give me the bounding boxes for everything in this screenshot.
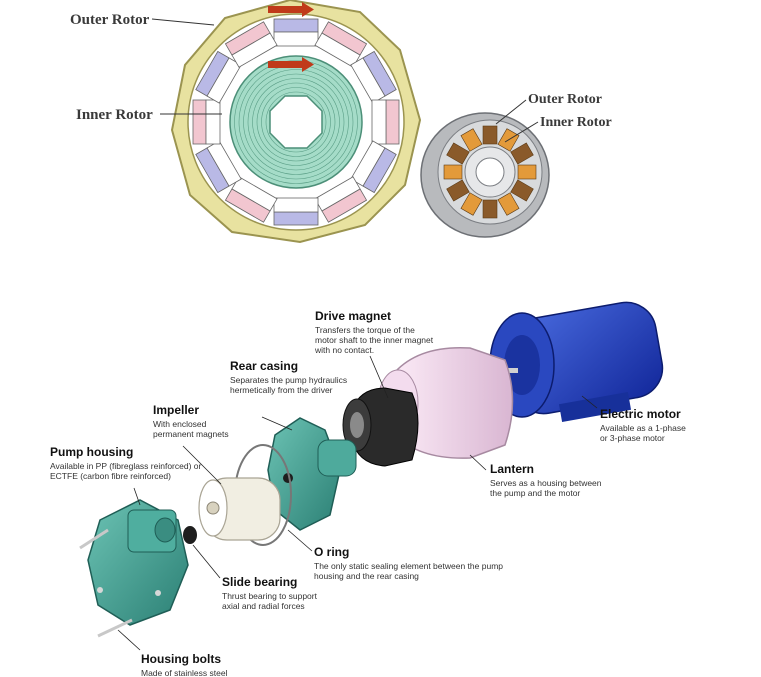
shaft-bore [269,95,323,149]
coupling-magnet [510,179,534,202]
lamination-line [265,91,327,153]
outer-magnet [273,18,319,47]
outer-magnet [371,99,400,145]
coupling-cross-section [170,0,422,244]
rear-casing-description: Separates the pump hydraulics [230,375,347,385]
rotation-arrow-top [268,6,302,13]
impeller-title: Impeller [153,403,199,417]
outer-magnet [350,140,397,194]
coupling-magnets [443,125,537,219]
coupling-3d [420,112,550,238]
rotation-arrow-inner-head [302,57,314,72]
electric-motor-drawing [489,301,664,422]
lantern-title: Lantern [490,462,534,476]
outer-magnet [192,99,221,145]
slide-bearing-drawing [183,526,197,544]
coupling-magnet [497,192,520,216]
inner-rotor-label-left: Inner Rotor [76,107,153,123]
coupling-magnet [443,164,463,180]
outer-rotor-leader-left [151,18,215,26]
lamination-line [261,87,331,157]
lantern-description: Serves as a housing between [490,478,602,488]
coupling-magnet [482,199,498,219]
housing-bolts-title: Housing bolts [141,652,221,666]
drive-magnet-description: Transfers the torque of the [315,325,415,335]
electric-motor-description: Available as a 1-phase [600,423,686,433]
slide-bearing-description: Thrust bearing to support [222,591,318,601]
o-ring-description: The only static sealing element between … [314,561,503,571]
impeller-description: With enclosed [153,419,207,429]
pump-housing-description: ECTFE (carbon fibre reinforced) [50,471,171,481]
coupling-magnet [446,179,470,202]
leader-lines [117,355,598,651]
outer-magnet [273,197,319,226]
outer-magnet [195,50,242,104]
pump-housing-description: Available in PP (fibreglass reinforced) … [50,461,202,471]
lamination-line [252,78,340,166]
outer-rotor-leader-right [495,99,527,125]
outer-magnet [224,21,278,68]
outer-magnets [192,18,400,226]
slide-bearing-description: axial and radial forces [222,601,305,611]
coupling-magnet [446,142,470,165]
pump-housing-title: Pump housing [50,445,133,459]
outer-magnet [350,50,397,104]
drive-magnet-description: with no contact. [314,345,374,355]
coupling-bore [475,157,505,187]
drive-magnet-description: motor shaft to the inner magnet [315,335,434,345]
housing-bolts-description: Made of stainless steel [141,668,228,677]
outer-rotor-label-right: Outer Rotor [528,92,602,107]
electric-motor-title: Electric motor [600,407,681,421]
electric-motor-description: or 3-phase motor [600,433,665,443]
outer-magnet [195,140,242,194]
rear-casing-description: hermetically from the driver [230,385,333,395]
outer-magnet [224,176,278,223]
housing-bolts-drawing [79,528,133,638]
inner-rotor-leader-right [504,121,539,143]
slide-bearing-title: Slide bearing [222,575,297,589]
outer-rotor-label-left: Outer Rotor [70,12,150,28]
o-ring-description: housing and the rear casing [314,571,419,581]
drive-magnet-title: Drive magnet [315,309,391,323]
lantern-description: the pump and the motor [490,488,580,498]
pump-housing-drawing [87,499,189,626]
rotation-arrow-top-head [302,2,314,17]
coupling-magnet [482,125,498,145]
impeller-description: permanent magnets [153,429,229,439]
lamination-line [234,60,358,184]
outer-magnet [314,21,368,68]
rotation-arrow-inner [268,61,302,68]
lamination-line [243,69,349,175]
coupling-magnet [517,164,537,180]
lamination-line [256,82,336,162]
impeller-drawing [198,477,281,541]
o-ring-title: O ring [314,545,349,559]
coupling-magnet [460,128,483,152]
coupling-magnet [460,192,483,216]
rear-casing-drawing [267,417,357,531]
inner-rotor-laminations [234,60,358,184]
coupling-magnet [510,142,534,165]
drive-magnet-drawing [342,387,419,467]
lamination-line [247,73,345,171]
outer-magnet [314,176,368,223]
rear-casing-title: Rear casing [230,359,298,373]
inner-rotor-label-right: Inner Rotor [540,115,612,130]
